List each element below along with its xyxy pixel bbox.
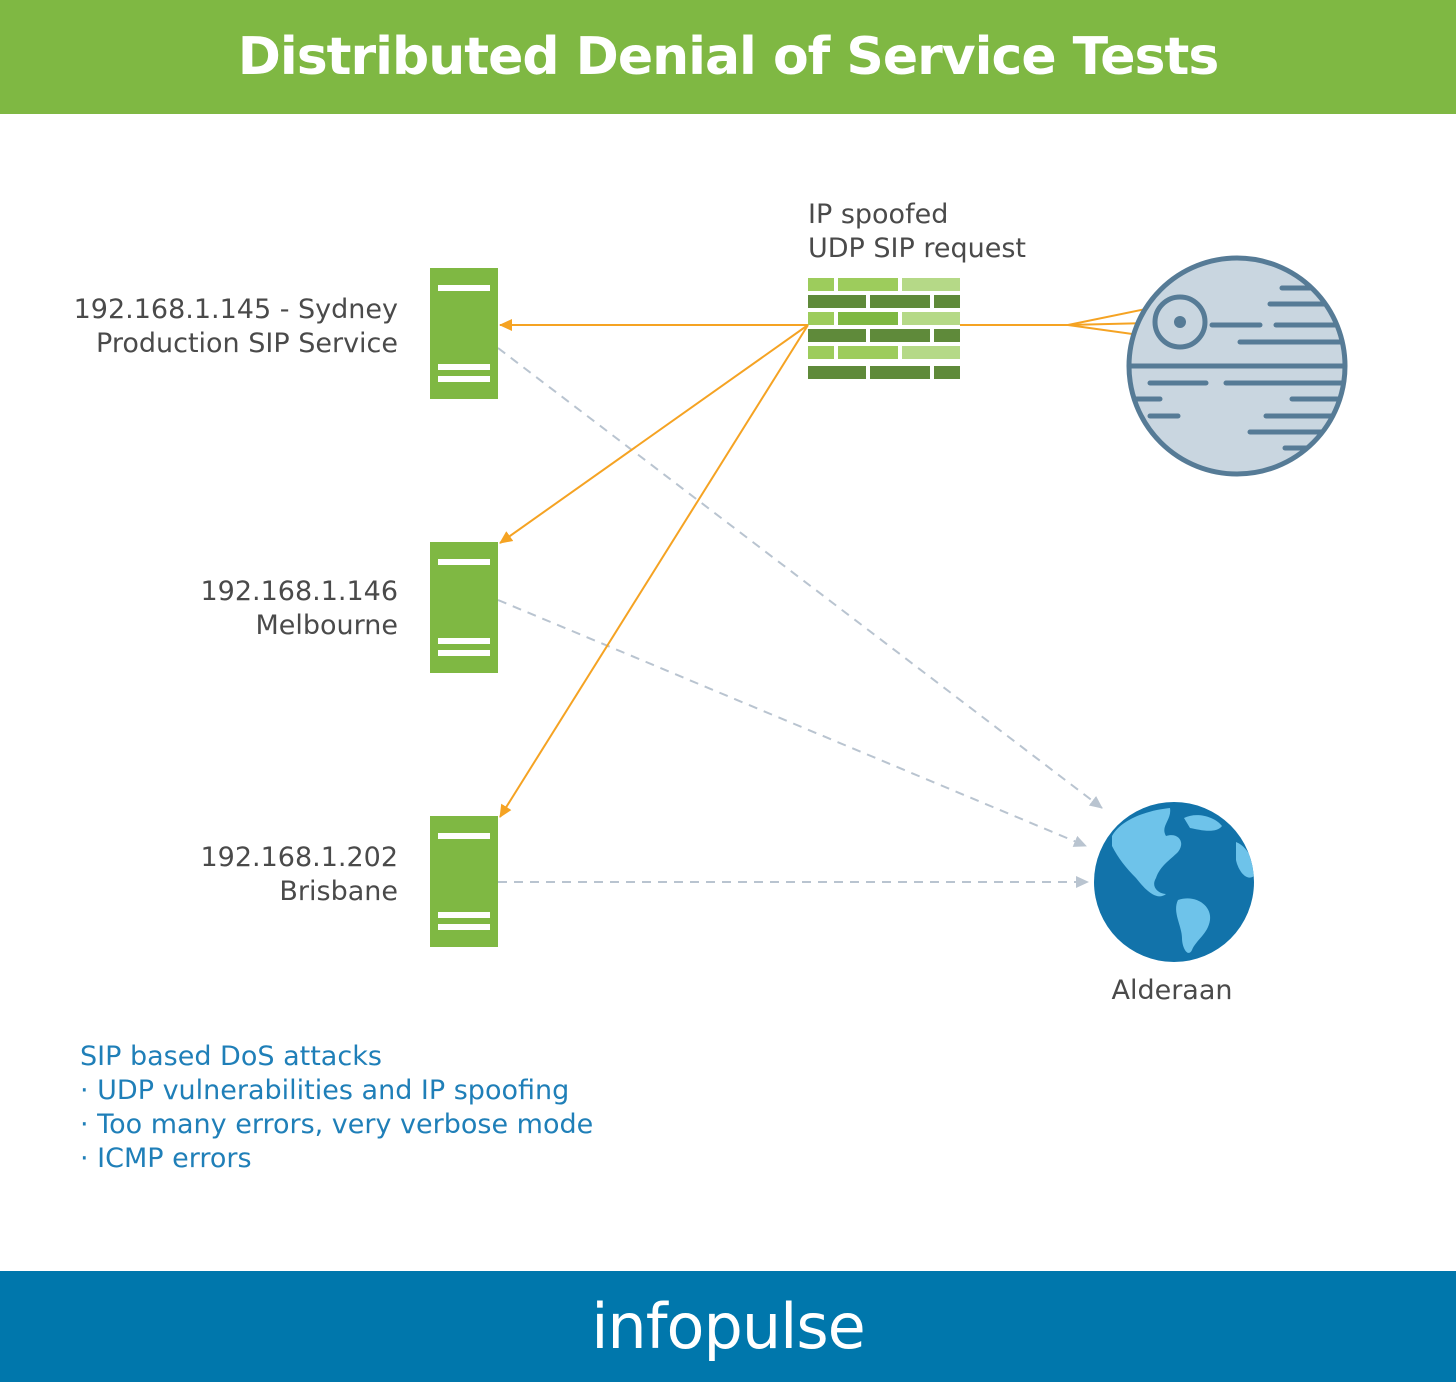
notes-item: · UDP vulnerabilities and IP spoofing [80, 1075, 570, 1106]
response-lines [497, 347, 1103, 888]
death-star-icon [1126, 255, 1348, 477]
page-title: Distributed Denial of Service Tests [237, 27, 1220, 87]
firewall-label-line2: UDP SIP request [808, 233, 1026, 264]
server-icon [430, 268, 498, 399]
attack-lines [499, 303, 1191, 818]
notes-title: SIP based DoS attacks [80, 1041, 382, 1072]
firewall-icon [808, 278, 960, 379]
globe-icon [1094, 802, 1254, 962]
footer-banner: infopulse [0, 1271, 1456, 1382]
firewall-label-line1: IP spoofed [808, 199, 948, 230]
server-brisbane-ip: 192.168.1.202 [200, 842, 398, 873]
attack-line-brisbane [499, 324, 809, 818]
notes-block: SIP based DoS attacks · UDP vulnerabilit… [80, 1040, 593, 1176]
response-line-sydney [497, 347, 1103, 809]
server-icon [430, 542, 498, 673]
server-sydney-desc: Production SIP Service [96, 328, 398, 359]
notes-item: · ICMP errors [80, 1143, 252, 1174]
notes-item: · Too many errors, very verbose mode [80, 1109, 594, 1140]
header-banner: Distributed Denial of Service Tests [0, 0, 1456, 114]
server-melbourne-desc: Melbourne [255, 610, 398, 641]
target-label: Alderaan [1111, 975, 1232, 1006]
attack-line-melbourne [499, 324, 809, 544]
server-icon [430, 816, 498, 947]
response-line-melbourne [497, 599, 1087, 847]
server-sydney-ip: 192.168.1.145 - Sydney [74, 294, 398, 325]
server-brisbane-desc: Brisbane [279, 876, 398, 907]
server-brisbane [430, 816, 498, 947]
server-sydney [430, 268, 498, 399]
server-melbourne-ip: 192.168.1.146 [200, 576, 398, 607]
brand-logo: infopulse [591, 1290, 866, 1363]
server-melbourne [430, 542, 498, 673]
